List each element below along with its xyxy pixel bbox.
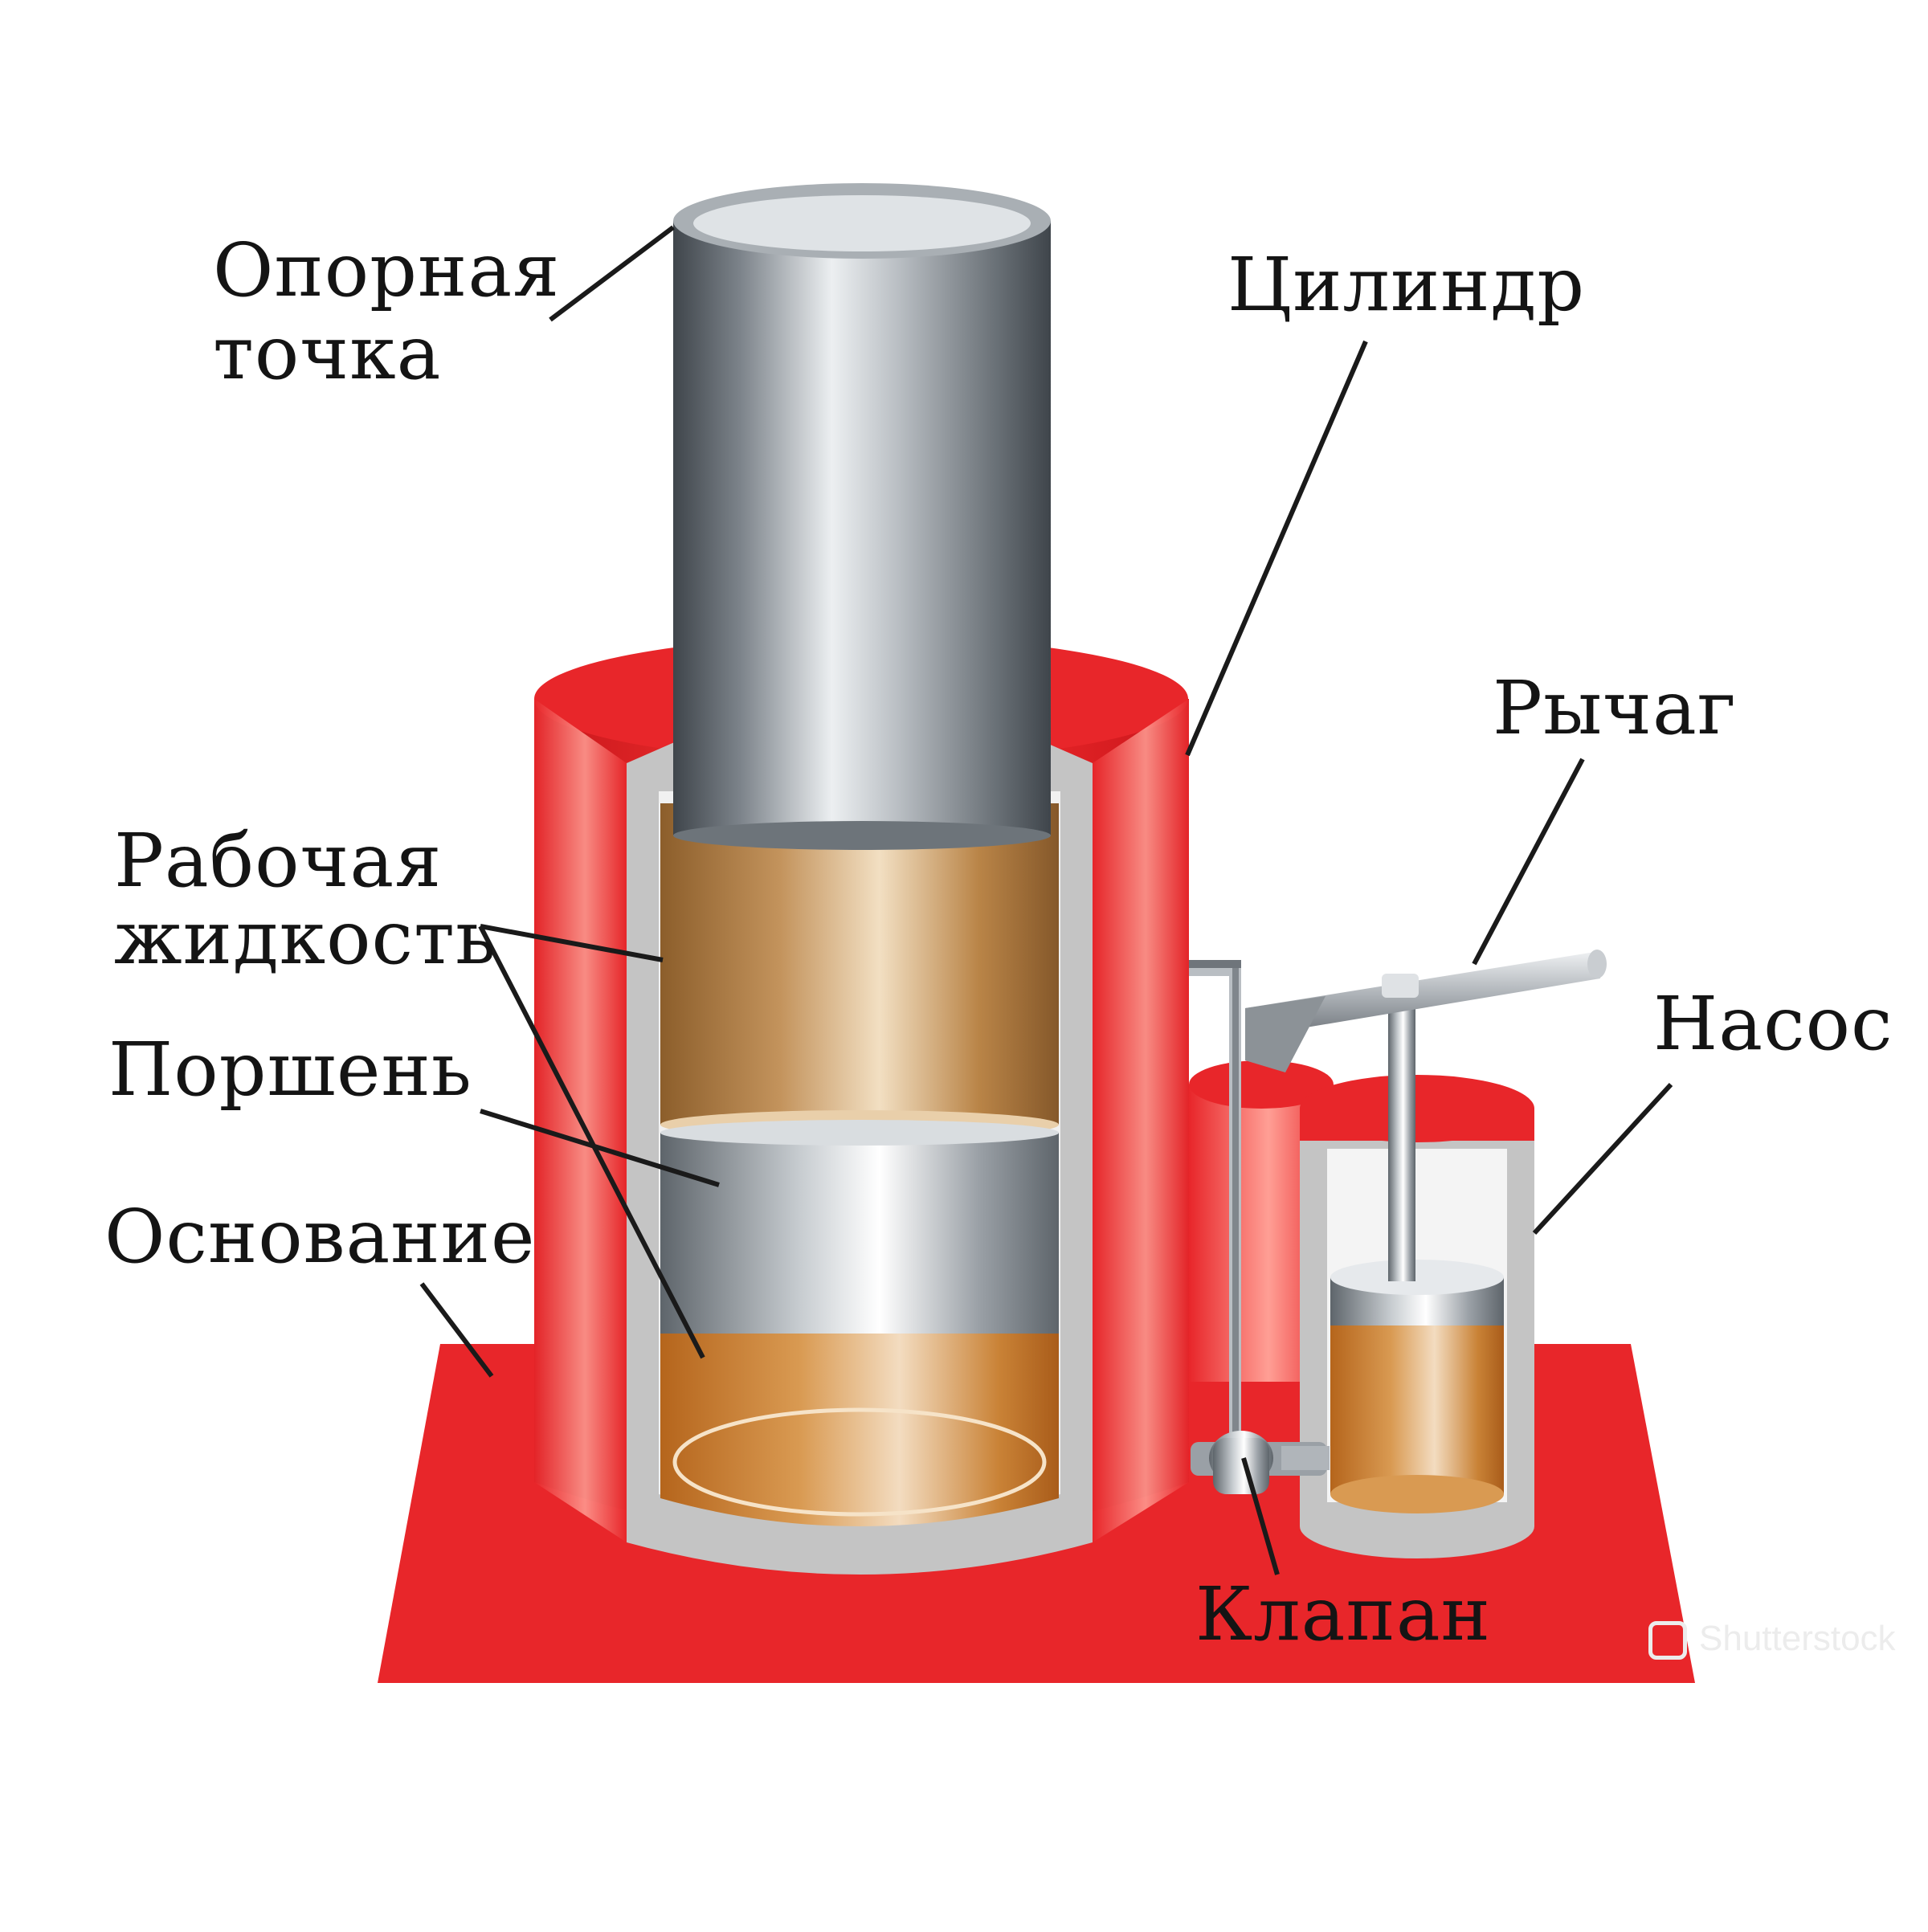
label-pump: Насос [1653, 981, 1893, 1067]
pump-rod [1388, 976, 1415, 1281]
support-ram [673, 221, 1051, 835]
upper-working-fluid [660, 803, 1059, 1125]
label-working-fluid-line1: Рабочая [114, 818, 443, 904]
label-valve: Клапан [1195, 1571, 1491, 1657]
rear-pump-housing [1189, 1084, 1334, 1382]
label-support-point-line2: точка [213, 310, 442, 396]
label-working-fluid-line2: жидкость [114, 895, 496, 981]
pump-fluid [1330, 1321, 1504, 1494]
lever-handle [1245, 952, 1600, 1036]
lever-pivot [1245, 996, 1326, 1072]
watermark-text: Shutterstock [1699, 1619, 1896, 1658]
label-cylinder: Цилиндр [1227, 242, 1586, 328]
label-piston: Поршень [108, 1027, 472, 1113]
label-support-point-line1: Опорная [213, 227, 561, 313]
leader-lines [419, 225, 1673, 1575]
main-piston [660, 1133, 1059, 1338]
label-base: Основание [104, 1194, 536, 1280]
lower-working-fluid [660, 1334, 1059, 1526]
label-lever: Рычаг [1493, 665, 1737, 751]
watermark-logo-icon [1648, 1621, 1687, 1660]
